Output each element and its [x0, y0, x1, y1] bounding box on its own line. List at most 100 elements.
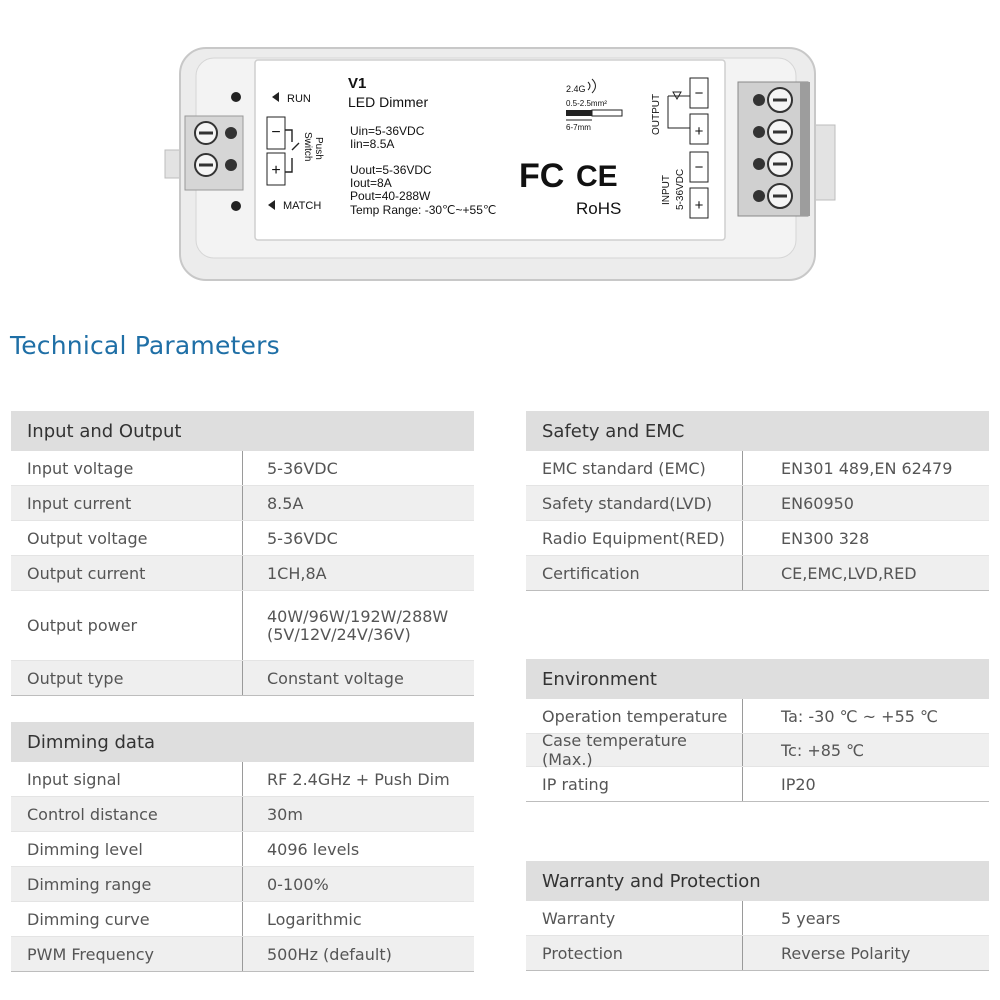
svg-text:−: −	[271, 124, 280, 141]
page-title: Technical Parameters	[10, 331, 280, 360]
table-row: PWM Frequency 500Hz (default)	[11, 937, 474, 972]
param-value: Tc: +85 ℃	[742, 734, 864, 766]
table-row: Safety standard(LVD) EN60950	[526, 486, 989, 521]
svg-text:Uin=5-36VDC: Uin=5-36VDC	[350, 124, 425, 138]
table-row: Case temperature (Max.) Tc: +85 ℃	[526, 731, 989, 769]
param-name: Dimming curve	[27, 909, 150, 929]
table-row: Dimming curve Logarithmic	[11, 902, 474, 937]
param-name: IP rating	[542, 774, 609, 794]
param-name: Output current	[27, 563, 146, 583]
run-arrow-icon	[272, 92, 279, 102]
match-arrow-icon	[268, 200, 275, 210]
table-row: Certification CE,EMC,LVD,RED	[526, 556, 989, 591]
param-name: Dimming range	[27, 874, 152, 894]
dimming-data-table: Dimming data Input signal RF 2.4GHz + Pu…	[11, 722, 474, 972]
svg-text:Switch: Switch	[302, 132, 313, 161]
param-value: 5 years	[742, 901, 840, 935]
table-row: Radio Equipment(RED) EN300 328	[526, 521, 989, 556]
svg-text:Iout=8A: Iout=8A	[350, 176, 392, 190]
table-row: Output type Constant voltage	[11, 661, 474, 696]
table-row: Input current 8.5A	[11, 486, 474, 521]
left-terminal-screws	[194, 121, 237, 177]
table-header: Environment	[526, 659, 989, 699]
svg-text:5-36VDC: 5-36VDC	[675, 169, 686, 210]
param-name: Input voltage	[27, 458, 134, 478]
ce-logo: CE	[576, 160, 618, 193]
table-row: Operation temperature Ta: -30 ℃ ~ +55 ℃	[526, 699, 989, 734]
param-name: Control distance	[27, 804, 158, 824]
param-value: 40W/96W/192W/288W (5V/12V/24V/36V)	[242, 591, 448, 660]
table-row: Output power 40W/96W/192W/288W (5V/12V/2…	[11, 591, 474, 661]
param-name: Dimming level	[27, 839, 143, 859]
table-header: Warranty and Protection	[526, 861, 989, 901]
svg-text:INPUT: INPUT	[661, 175, 672, 205]
table-row: Input signal RF 2.4GHz + Push Dim	[11, 762, 474, 797]
param-value: RF 2.4GHz + Push Dim	[242, 762, 450, 796]
param-name: Input signal	[27, 769, 121, 789]
input-output-table: Input and Output Input voltage 5-36VDC I…	[11, 411, 474, 696]
param-value: 500Hz (default)	[242, 937, 392, 971]
param-value: Constant voltage	[242, 661, 404, 695]
table-row: Warranty 5 years	[526, 901, 989, 936]
param-value: 0-100%	[242, 867, 329, 901]
table-header: Dimming data	[11, 722, 474, 762]
param-value-line: 40W/96W/192W/288W	[267, 606, 449, 626]
param-name: Output type	[27, 668, 124, 688]
environment-table: Environment Operation temperature Ta: -3…	[526, 659, 989, 802]
svg-text:Uout=5-36VDC: Uout=5-36VDC	[350, 163, 432, 177]
param-name: Output power	[27, 616, 138, 635]
param-value: EN60950	[742, 486, 854, 520]
led-dimmer-device-image: RUN MATCH − + Switch Push V1 LED Dimmer …	[164, 47, 836, 281]
param-name: Certification	[542, 563, 640, 583]
svg-text:2.4G: 2.4G	[566, 84, 586, 94]
param-value-line: (5V/12V/24V/36V)	[267, 624, 411, 644]
svg-text:+: +	[271, 162, 280, 179]
param-value: 30m	[242, 797, 303, 831]
param-value: 8.5A	[242, 486, 303, 520]
svg-text:+: +	[695, 197, 704, 214]
table-row: Dimming level 4096 levels	[11, 832, 474, 867]
svg-text:0.5-2.5mm²: 0.5-2.5mm²	[566, 99, 607, 108]
param-value: 4096 levels	[242, 832, 359, 866]
param-value: IP20	[742, 767, 816, 801]
param-name: Warranty	[542, 908, 616, 928]
device-name: LED Dimmer	[348, 94, 428, 110]
table-row: Control distance 30m	[11, 797, 474, 832]
param-value: 5-36VDC	[242, 451, 338, 485]
table-row: Output voltage 5-36VDC	[11, 521, 474, 556]
table-row: EMC standard (EMC) EN301 489,EN 62479	[526, 451, 989, 486]
svg-text:6-7mm: 6-7mm	[566, 123, 591, 132]
param-value: EN301 489,EN 62479	[742, 451, 952, 485]
fc-logo: FC	[519, 157, 564, 195]
table-row: Output current 1CH,8A	[11, 556, 474, 591]
svg-text:−: −	[695, 85, 704, 102]
param-value: Reverse Polarity	[742, 936, 910, 970]
param-name: Input current	[27, 493, 132, 513]
param-name: Case temperature (Max.)	[542, 731, 687, 769]
rohs-logo: RoHS	[576, 199, 621, 218]
table-row: IP rating IP20	[526, 767, 989, 802]
param-value: EN300 328	[742, 521, 869, 555]
safety-emc-table: Safety and EMC EMC standard (EMC) EN301 …	[526, 411, 989, 591]
param-value: Logarithmic	[242, 902, 362, 936]
svg-text:Pout=40-288W: Pout=40-288W	[350, 189, 431, 203]
param-name: PWM Frequency	[27, 944, 155, 964]
run-label: RUN	[287, 93, 311, 105]
table-row: Input voltage 5-36VDC	[11, 451, 474, 486]
table-row: Dimming range 0-100%	[11, 867, 474, 902]
param-value: CE,EMC,LVD,RED	[742, 556, 917, 590]
match-label: MATCH	[283, 200, 321, 212]
svg-text:OUTPUT: OUTPUT	[651, 94, 662, 135]
param-name: Protection	[542, 943, 623, 963]
table-header: Safety and EMC	[526, 411, 989, 451]
warranty-protection-table: Warranty and Protection Warranty 5 years…	[526, 861, 989, 971]
param-value: 5-36VDC	[242, 521, 338, 555]
param-name: EMC standard (EMC)	[542, 458, 706, 478]
param-value: 1CH,8A	[242, 556, 327, 590]
param-name: Output voltage	[27, 528, 148, 548]
svg-text:Push: Push	[313, 137, 324, 160]
svg-text:−: −	[695, 159, 704, 176]
right-terminal-screws	[753, 87, 793, 209]
svg-text:Iin=8.5A: Iin=8.5A	[350, 137, 394, 151]
model-label: V1	[348, 75, 366, 92]
